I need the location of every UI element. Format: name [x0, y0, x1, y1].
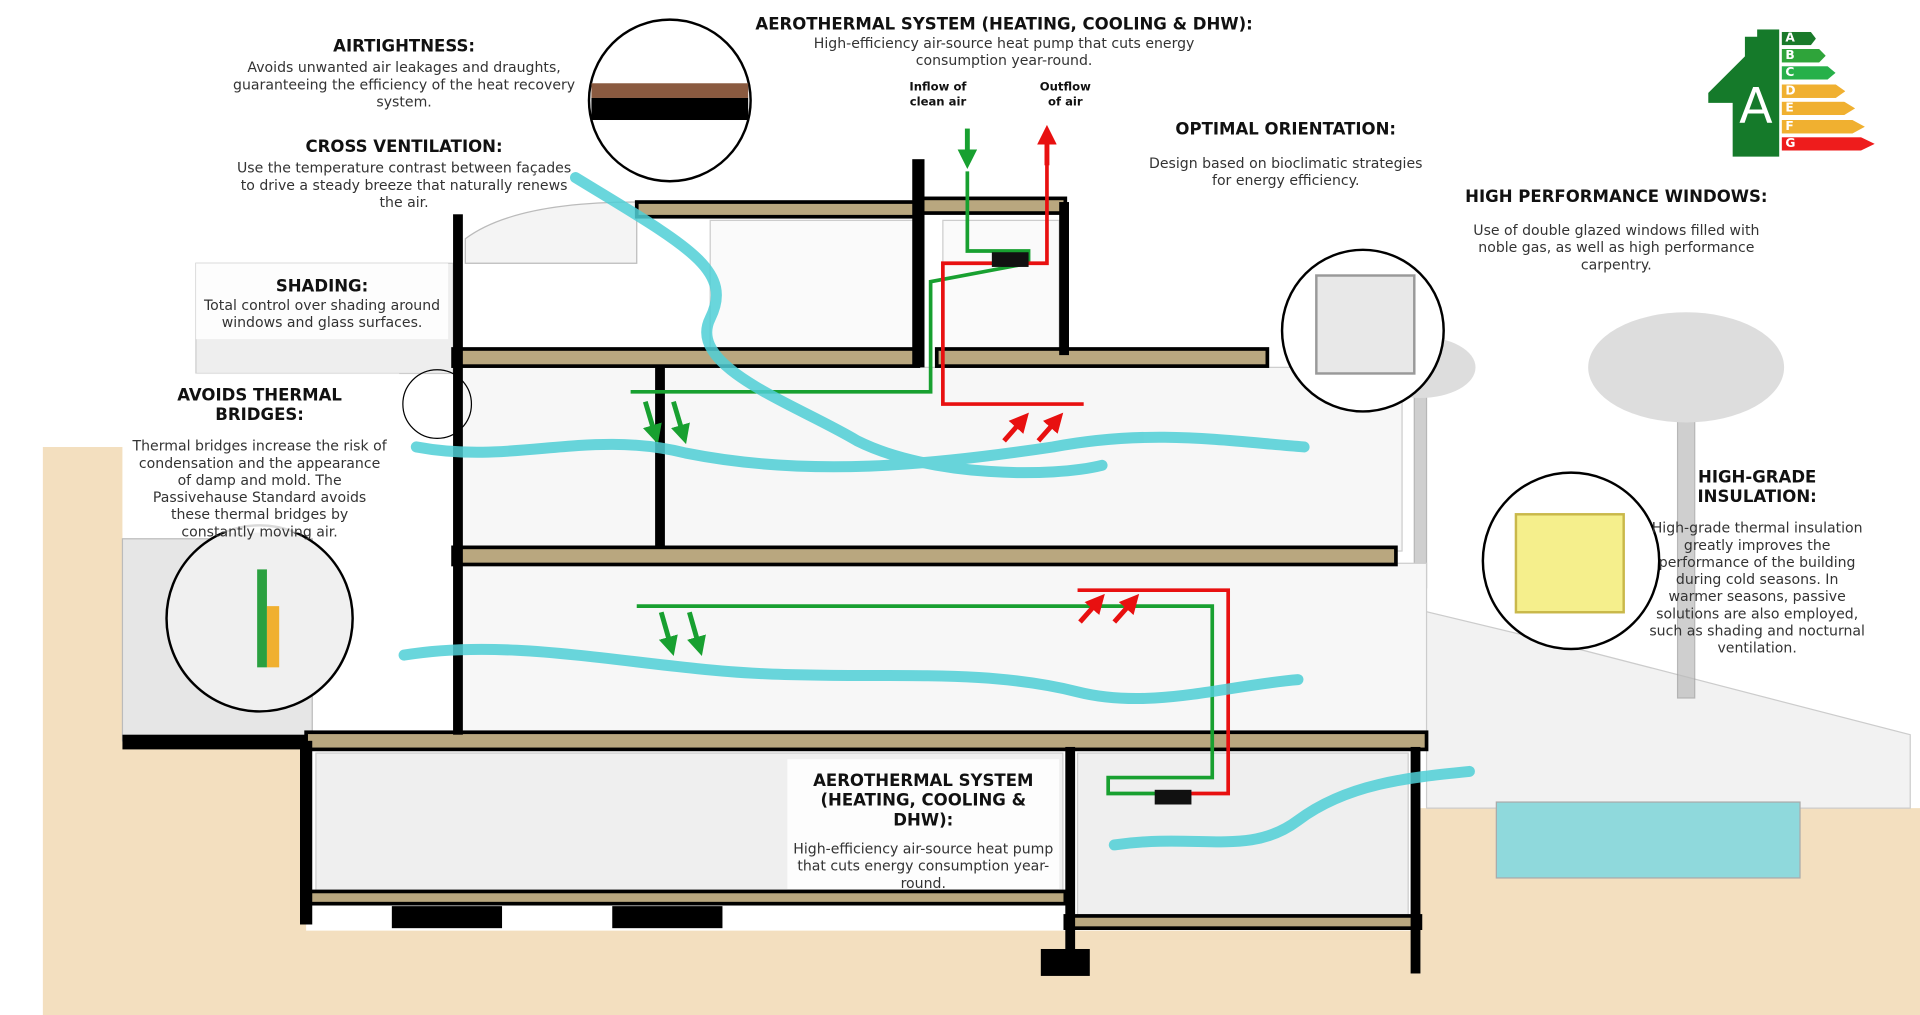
annotation-optimal-orientation: OPTIMAL ORIENTATION: Design based on bio… [1139, 120, 1433, 189]
annotation-windows: HIGH PERFORMANCE WINDOWS: Use of double … [1463, 187, 1769, 273]
thermal-bridges-box [122, 373, 400, 533]
energy-class-a: A [1781, 31, 1816, 46]
aerothermal-top-text: High-efficiency air-source heat pump tha… [813, 34, 1195, 69]
outflow-label: Outflow of air [1039, 80, 1091, 109]
optimal-orientation-text: Design based on bioclimatic strategies f… [1149, 154, 1423, 189]
optimal-orientation-title: OPTIMAL ORIENTATION: [1175, 120, 1397, 140]
shading-text: Total control over shading around window… [203, 296, 441, 331]
thermal-bridges-title: AVOIDS THERMAL BRIDGES: [177, 385, 342, 425]
thermal-bridges-text: Thermal bridges increase the risk of con… [132, 437, 387, 541]
annotation-aerothermal-top: AEROTHERMAL SYSTEM (HEATING, COOLING & D… [729, 15, 1280, 69]
shading-title: SHADING: [275, 276, 369, 297]
airtightness-text: Avoids unwanted air leakages and draught… [233, 58, 576, 111]
arrow-icon [1078, 593, 1105, 624]
heat-recovery-unit [991, 252, 1029, 267]
annotation-aerothermal-bottom: AEROTHERMAL SYSTEM (HEATING, COOLING & D… [791, 771, 1055, 891]
annotation-insulation: HIGH-GRADE INSULATION: High-grade therma… [1647, 468, 1867, 657]
airflow [398, 172, 1475, 851]
inflow-label: Inflow of clean air [909, 80, 967, 109]
detail-window [1280, 248, 1445, 413]
slabs [304, 196, 1429, 931]
supply-duct-lower [636, 604, 1215, 796]
annotation-thermal-bridges: AVOIDS THERMAL BRIDGES: Thermal bridges … [132, 386, 387, 540]
pool [1495, 801, 1801, 879]
aerothermal-bottom-title: AEROTHERMAL SYSTEM (HEATING, COOLING & D… [813, 771, 1034, 831]
detail-airtightness [587, 18, 752, 183]
arrow-icon [642, 400, 662, 445]
energy-rating: A [1739, 78, 1773, 135]
aerothermal-bottom-box [787, 759, 1060, 889]
energy-class-f: F [1781, 120, 1865, 134]
energy-rating-label: A A B C D E F G [1708, 29, 1875, 157]
room [709, 219, 919, 356]
arrow-icon [1036, 412, 1064, 443]
energy-class-e: E [1781, 101, 1856, 116]
detail-marker [402, 369, 473, 439]
aerothermal-bottom-text: High-efficiency air-source heat pump tha… [793, 840, 1054, 892]
airtightness-title: AIRTIGHTNESS: [333, 36, 476, 57]
annotation-airtightness: AIRTIGHTNESS: Avoids unwanted air leakag… [233, 37, 576, 110]
detail-thermal-bridge [165, 524, 354, 713]
heat-pump-unit [1154, 789, 1192, 805]
room [942, 219, 1060, 350]
energy-class-g: G [1781, 137, 1875, 151]
arrow-icon [1002, 412, 1029, 443]
annotation-shading: SHADING: Total control over shading arou… [200, 277, 445, 331]
ground [42, 446, 1920, 1015]
walls [122, 159, 1421, 976]
house-icon [1708, 29, 1780, 157]
cross-ventilation-title: CROSS VENTILATION: [305, 137, 503, 157]
arrow-icon [687, 611, 706, 656]
detail-insulation [1481, 471, 1661, 651]
insulation-title: HIGH-GRADE INSULATION: [1697, 467, 1817, 507]
insulation-text: High-grade thermal insulation greatly im… [1649, 519, 1865, 657]
annotation-cross-ventilation: CROSS VENTILATION: Use the temperature c… [233, 137, 576, 210]
arrow-icon [658, 611, 678, 656]
aerothermal-top-title: AEROTHERMAL SYSTEM (HEATING, COOLING & D… [755, 14, 1253, 35]
arrow-icon [1112, 593, 1140, 624]
cross-ventilation-text: Use the temperature contrast between faç… [236, 159, 572, 211]
arrow-icon [671, 400, 690, 445]
energy-class-c: C [1781, 66, 1836, 80]
energy-class-d: D [1781, 84, 1846, 98]
windows-text: Use of double glazed windows filled with… [1473, 221, 1760, 274]
windows-title: HIGH PERFORMANCE WINDOWS: [1465, 187, 1768, 207]
shading-box [195, 263, 449, 340]
flow-arrows [642, 124, 1140, 656]
energy-class-b: B [1781, 48, 1826, 63]
room [458, 562, 1428, 736]
exhaust-duct [941, 159, 1084, 406]
background-volume [464, 201, 638, 264]
